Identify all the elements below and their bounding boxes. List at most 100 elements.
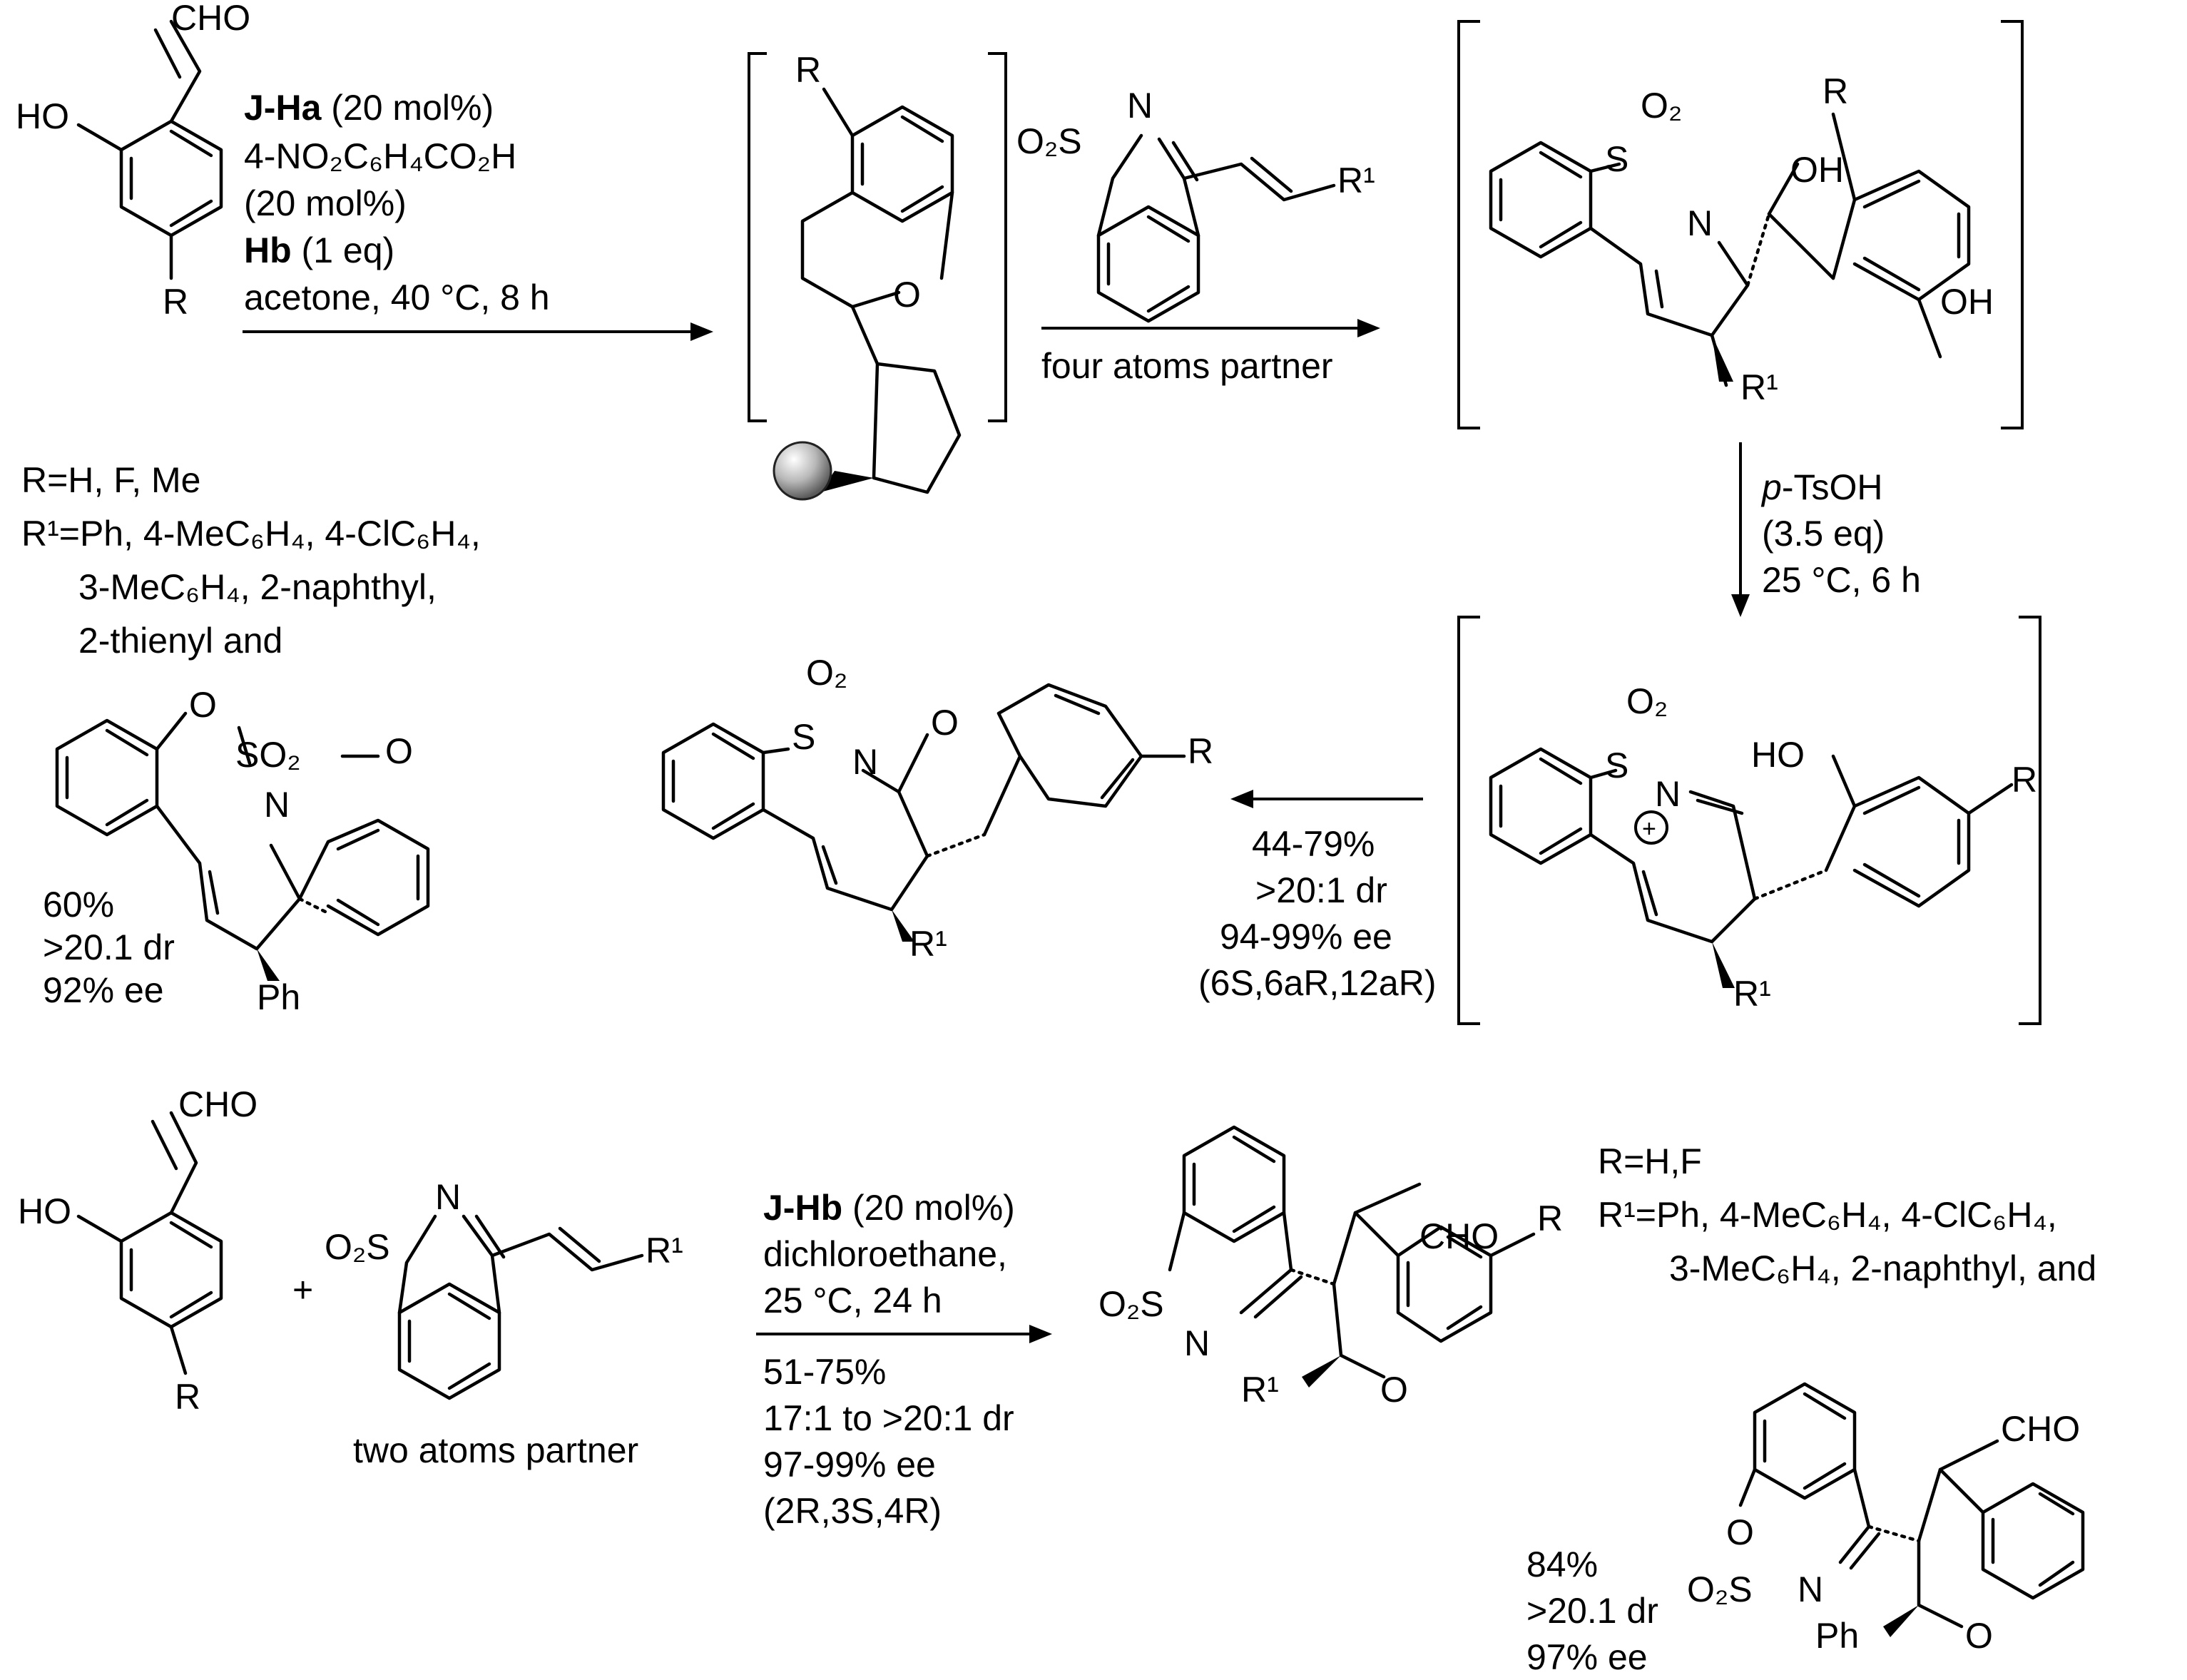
reaction-arrow-3: p-TsOH (3.5 eq) 25 °C, 6 h (1731, 442, 1921, 617)
r-label-int3: R (2012, 760, 2037, 800)
bottom-solvent: dichloroethane, (763, 1234, 1007, 1274)
so2-label-example1: SO₂ (235, 735, 301, 775)
top-yield: 44-79% (1252, 824, 1375, 864)
o2-label-int2: O₂ (1641, 86, 1682, 126)
svg-text:p-TsOH: p-TsOH (1760, 467, 1882, 507)
tsoh-prefix: p (1760, 467, 1782, 507)
r1-definition-line1: R¹=Ph, 4-MeC₆H₄, 4-ClC₆H₄, (21, 514, 481, 554)
o2-label-int3: O₂ (1626, 681, 1668, 721)
s-label-int2: S (1605, 139, 1628, 179)
n-label-int2: N (1687, 203, 1713, 243)
o2s-label-product2: O₂S (1098, 1284, 1164, 1324)
catalyst-loading: (20 mol%) (321, 88, 494, 128)
acid-loading: (20 mol%) (244, 183, 407, 223)
additive-amount: (1 eq) (292, 230, 395, 270)
bottom-starting-aldehyde: CHO HO R (18, 1084, 258, 1417)
bottom-example-product: O O₂S N CHO O Ph 84% >20.1 dr 97% ee (1526, 1382, 2085, 1677)
bottom-product: O₂S N CHO R O R¹ (1098, 1125, 1563, 1410)
n-label-partner: N (1127, 86, 1153, 126)
r1-definition-line2: 3-MeC₆H₄, 2-naphthyl, (78, 567, 437, 607)
intermediate-enamine: R O (748, 50, 1007, 501)
reaction-arrow-5 (756, 1325, 1052, 1343)
bottom-r1-definition-line1: R¹=Ph, 4-MeC₆H₄, 4-ClC₆H₄, (1598, 1195, 2057, 1235)
example2-dr: >20.1 dr (1526, 1591, 1658, 1631)
svg-text:J-Hb (20 mol%): J-Hb (20 mol%) (763, 1188, 1015, 1228)
o-ring-label-example2: O (1965, 1616, 1993, 1656)
o-label-example2: O (1726, 1512, 1754, 1552)
r1-label-int2: R¹ (1740, 367, 1778, 407)
ho-label-bottom: HO (18, 1191, 71, 1231)
top-config: (6S,6aR,12aR) (1198, 963, 1437, 1003)
four-atoms-partner-label: four atoms partner (1041, 346, 1333, 386)
intermediate-hemiaminal: S O₂ N OH R OH R¹ (1457, 20, 2024, 429)
o-label-int1: O (893, 275, 921, 315)
acid-reagent: 4-NO₂C₆H₄CO₂H (244, 136, 516, 176)
o-label-top-product: O (931, 703, 959, 743)
bottom-r-definition: R=H,F (1598, 1141, 1702, 1181)
bottom-reagents: J-Hb (20 mol%) dichloroethane, 25 °C, 24… (763, 1188, 1015, 1531)
reaction-arrow-4: 44-79% >20:1 dr 94-99% ee (6S,6aR,12aR) (1198, 790, 1437, 1003)
r1-label-int3: R¹ (1733, 974, 1771, 1014)
example1-yield: 60% (43, 885, 114, 925)
o2s-label-partner2: O₂S (325, 1227, 390, 1267)
ho-label: HO (16, 96, 69, 136)
cho-label-bottom: CHO (178, 1084, 258, 1124)
o2s-label-example2: O₂S (1687, 1569, 1753, 1609)
plus-sign: + (292, 1270, 313, 1310)
n-label-example1: N (264, 785, 290, 825)
s-label-top-product: S (792, 717, 815, 757)
reaction-conditions: acetone, 40 °C, 8 h (244, 278, 550, 317)
r-label-int1: R (795, 50, 821, 90)
positive-charge-icon (1634, 810, 1668, 845)
r1-label-product2: R¹ (1241, 1370, 1279, 1410)
oh-phenol-label-int2: OH (1940, 282, 1994, 322)
o-ring-label-example1: O (385, 731, 413, 771)
bottom-r1-definition-line2: 3-MeC₆H₄, 2-naphthyl, and (1669, 1248, 2096, 1288)
cho-label-product2: CHO (1419, 1216, 1499, 1256)
r1-label-partner: R¹ (1337, 161, 1375, 200)
example2-yield: 84% (1526, 1544, 1598, 1584)
bottom-dr: 17:1 to >20:1 dr (763, 1398, 1014, 1438)
two-atoms-partner-label: two atoms partner (353, 1430, 638, 1470)
n-label-partner2: N (435, 1177, 461, 1217)
reaction-arrow-1 (243, 322, 713, 341)
catalyst-jhb: J-Hb (763, 1188, 842, 1228)
r-label: R (163, 282, 188, 322)
example2-ee: 97% ee (1526, 1637, 1648, 1677)
o-label-product2: O (1380, 1370, 1408, 1410)
bottom-ee: 97-99% ee (763, 1445, 936, 1485)
r-label-bottom: R (175, 1377, 200, 1417)
n-label-int3: N (1655, 774, 1681, 814)
svg-text:Hb (1 eq): Hb (1 eq) (244, 230, 394, 270)
cho-label: CHO (171, 0, 250, 38)
tsoh-amount: (3.5 eq) (1762, 514, 1885, 554)
bottom-yield: 51-75% (763, 1352, 886, 1392)
bottom-conditions: 25 °C, 24 h (763, 1281, 942, 1320)
ph-label-example2: Ph (1815, 1616, 1859, 1656)
tsoh-conditions: 25 °C, 6 h (1762, 560, 1921, 600)
cho-label-example2: CHO (2001, 1409, 2080, 1449)
top-example-product: O SO₂ N O Ph 60% >20.1 dr 92% ee (43, 685, 430, 1017)
r-label-product2: R (1537, 1198, 1563, 1238)
additive-hb: Hb (244, 230, 292, 270)
four-atoms-partner: O₂S N R¹ (1016, 86, 1375, 323)
positive-charge-symbol: + (1642, 815, 1656, 842)
o-label-example1: O (189, 685, 217, 725)
catalyst-jhb-loading: (20 mol%) (842, 1188, 1015, 1228)
example1-dr: >20.1 dr (43, 927, 175, 967)
r-label-top-product: R (1188, 731, 1213, 771)
tsoh-reagent: -TsOH (1782, 467, 1883, 507)
s-label-int3: S (1605, 745, 1628, 785)
top-reagents: J-Ha (20 mol%) 4-NO₂C₆H₄CO₂H (20 mol%) H… (244, 88, 550, 317)
ho-label-int3: HO (1751, 735, 1805, 775)
n-label-product2: N (1184, 1323, 1210, 1363)
r1-label-top-product: R¹ (909, 924, 947, 964)
r1-label-partner2: R¹ (646, 1231, 683, 1271)
catalyst-jha: J-Ha (244, 88, 322, 128)
r-label-int2: R (1822, 71, 1848, 111)
top-ee: 94-99% ee (1220, 917, 1392, 957)
top-starting-aldehyde: CHO HO R (16, 0, 250, 322)
r1-definition-line3: 2-thienyl and (78, 621, 282, 661)
top-substituent-list: R=H, F, Me R¹=Ph, 4-MeC₆H₄, 4-ClC₆H₄, 3-… (21, 460, 481, 661)
